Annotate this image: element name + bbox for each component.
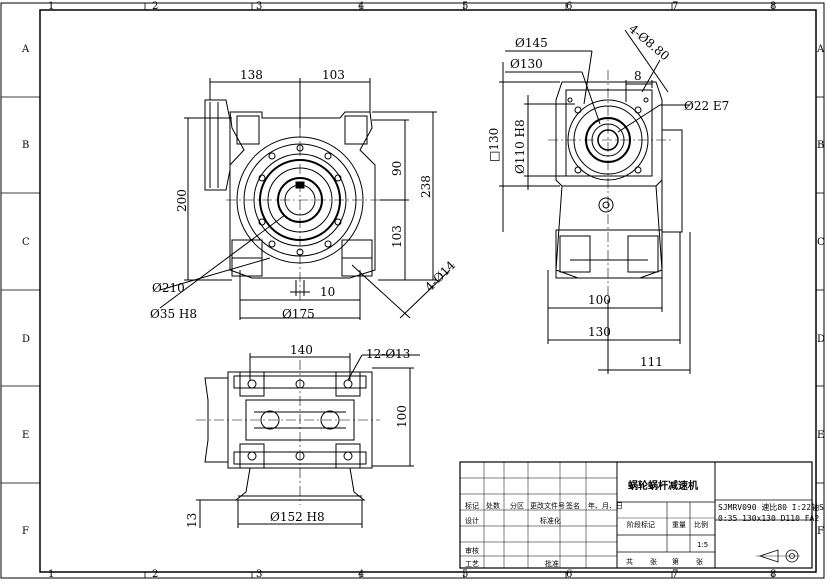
front-dim-holes: 4-Ø14 [422, 258, 458, 294]
front-dim-138: 138 [240, 68, 263, 82]
tb-process: 工艺 [465, 560, 479, 568]
side-dim-111: 111 [640, 355, 663, 369]
inner-border [39, 9, 817, 573]
side-dim-130: 130 [588, 325, 611, 339]
tb-header-date: 年、月、日 [588, 501, 623, 510]
zone-left-f: F [22, 526, 29, 537]
tb-review: 审核 [465, 546, 479, 555]
tb-scale-value: 1:5 [697, 541, 708, 549]
zone-left-d: D [22, 334, 30, 345]
front-lug-left [236, 115, 260, 145]
side-dim-d110: Ø110 H8 [513, 119, 527, 174]
tb-stage-mark: 阶段标记 [627, 520, 655, 529]
front-dim-d175: Ø175 [282, 307, 315, 321]
bottom-dim-holes: 12-Ø13 [366, 347, 410, 361]
tb-design: 设计 [465, 516, 479, 525]
front-dim-d35: Ø35 H8 [150, 307, 197, 321]
zone-right-e: E [817, 430, 824, 441]
tb-header-mark: 标记 [465, 501, 479, 510]
zone-top-6: 6 [566, 1, 572, 12]
zone-top-4: 4 [358, 1, 364, 12]
tb-sheet: 张 [696, 557, 703, 566]
zone-ticks [1, 3, 824, 578]
zone-bottom-7: 7 [672, 569, 678, 580]
tb-standardize: 标准化 [540, 516, 561, 525]
side-view [499, 29, 691, 374]
zone-right-c: C [817, 237, 825, 248]
zone-right-b: B [817, 140, 824, 151]
zone-top-7: 7 [672, 1, 678, 12]
front-dim-103: 103 [322, 68, 345, 82]
tb-model-line1: SJMRV090 速比80 I:22轴S [718, 502, 824, 512]
zone-bottom-2: 2 [152, 569, 158, 580]
zone-top-2: 2 [152, 1, 158, 12]
side-dim-holes: 4-Ø8.80 [626, 22, 672, 64]
side-dim-d130: Ø130 [510, 57, 543, 71]
tb-header-sign: 签名 [566, 501, 580, 510]
side-body [555, 185, 663, 279]
zone-top-8: 8 [770, 1, 776, 12]
zone-left-e: E [22, 430, 29, 441]
side-dim-d22: Ø22 E7 [684, 99, 729, 113]
bottom-view [196, 353, 420, 528]
front-dim-d210: Ø210 [152, 281, 185, 295]
tb-scale: 比例 [694, 520, 708, 529]
tb-header-count: 处数 [486, 501, 500, 510]
front-dim-200: 200 [175, 189, 189, 212]
tb-product-name: 蜗轮蜗杆减速机 [628, 479, 698, 492]
tb-approve: 批准 [545, 559, 559, 568]
tb-page: 第 [672, 557, 679, 566]
zone-right-a: A [816, 44, 825, 55]
front-dim-90: 90 [390, 161, 404, 176]
side-dim-sq130: □130 [487, 128, 501, 162]
zone-bottom-1: 1 [48, 569, 54, 580]
front-dim-238: 238 [419, 175, 433, 198]
tb-sheets: 张 [650, 557, 657, 566]
tb-model-line2: 0:35 130x130 D110 FA2 [718, 514, 819, 523]
side-right-plate [661, 129, 683, 233]
zone-bottom-4: 4 [358, 569, 364, 580]
tb-weight: 重量 [672, 521, 686, 529]
side-dim-d145: Ø145 [515, 36, 548, 50]
bottom-dim-100: 100 [395, 405, 409, 428]
zone-top-1: 1 [48, 1, 54, 12]
tb-header-docno: 更改文件号 [530, 501, 565, 510]
zone-top-5: 5 [462, 1, 468, 12]
front-view [159, 78, 451, 320]
zone-bottom-3: 3 [256, 569, 262, 580]
zone-left-a: A [21, 44, 30, 55]
front-dim-10: 10 [320, 285, 335, 299]
front-lug-right [344, 115, 368, 145]
tb-total: 共 [626, 557, 633, 566]
zone-right-f: F [817, 526, 824, 537]
side-dim-8: 8 [634, 69, 642, 83]
bottom-dim-13: 13 [185, 513, 199, 528]
title-block [459, 461, 813, 569]
zone-right-d: D [817, 334, 825, 345]
bottom-dim-d152: Ø152 H8 [270, 510, 325, 524]
zone-bottom-6: 6 [566, 569, 572, 580]
zone-bottom-5: 5 [462, 569, 468, 580]
zone-left-b: B [22, 140, 29, 151]
tb-header-zone: 分区 [510, 501, 524, 510]
projection-symbol [756, 549, 800, 563]
side-dim-100: 100 [588, 293, 611, 307]
bottom-dim-140: 140 [290, 343, 313, 357]
front-housing [229, 111, 376, 279]
front-dim-103-v: 103 [390, 225, 404, 248]
zone-left-c: C [22, 237, 30, 248]
zone-top-3: 3 [256, 1, 262, 12]
zone-bottom-8: 8 [770, 569, 776, 580]
